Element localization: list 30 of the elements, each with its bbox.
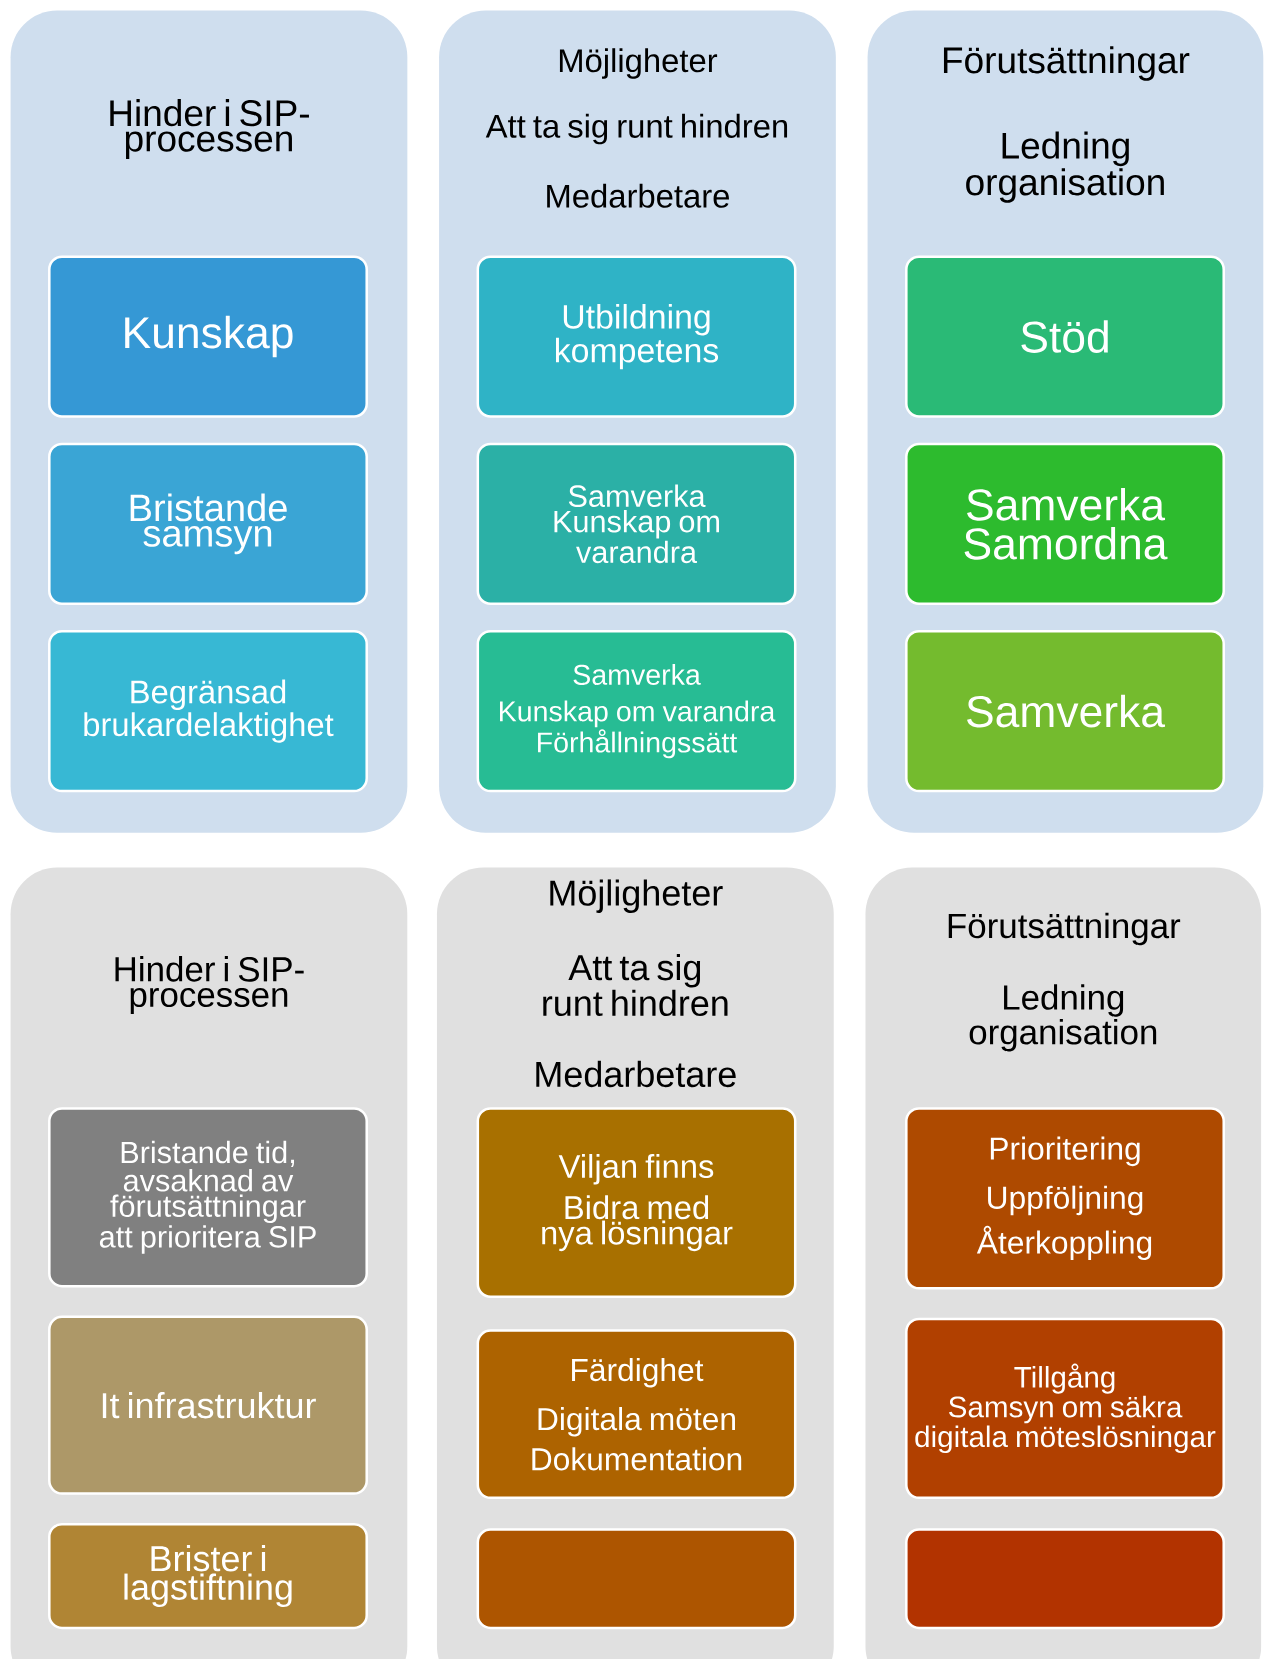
panel-heading: Hinder i SIP-processen [115,956,304,1014]
text-box: Färdighet Digitala möten Dokumentation [476,1329,797,1500]
panel-heading: Ledning organisation [969,984,1156,1052]
text-box: Stöd [904,255,1225,418]
panel-heading: Medarbetare [536,1060,736,1088]
text-box: Samverka Kunskap om varandra Förhållningssätt [476,629,797,793]
panel-heading: Möjligheter [550,879,723,913]
text-box: Viljan finns Bidra med nya lösningar [476,1107,797,1298]
text-box: Prioritering Uppföljning Återkoppling [904,1107,1225,1290]
panel-heading: Förutsättningar [948,912,1180,946]
text-box: It infrastruktur [47,1315,368,1495]
empty-box [476,1528,797,1630]
panel-heading: Ledning organisation [965,131,1164,203]
text-box: Tillgång Samsyn om säkra digitala möteslösningar [904,1317,1225,1500]
text-box: Samverka Samordna [904,442,1225,605]
panel-heading: Förutsättningar [943,46,1190,81]
text-box: Utbildning kompetens [476,255,797,418]
text-box: Begränsad brukardelaktighet [47,629,368,793]
panel-heading: Att ta sig runt hindren [543,954,728,1017]
text-box: Samverka Kunskap om varandra [476,442,797,605]
empty-box [904,1528,1225,1630]
panel-heading: Hinder i SIP-processen [110,99,309,160]
panel-heading: Möjligheter [559,48,717,79]
text-box: Kunskap [47,255,368,418]
text-box: Brister i lagstiftning [47,1522,368,1630]
panel-heading: Medarbetare [546,183,729,208]
text-box: Samverka [904,629,1225,793]
text-box: Bristande samsyn [47,442,368,605]
panel-heading: Att ta sig runt hindren [485,113,787,145]
text-box: Bristande tid, avsaknad av förutsättningar att prioritera SIP [47,1107,368,1288]
